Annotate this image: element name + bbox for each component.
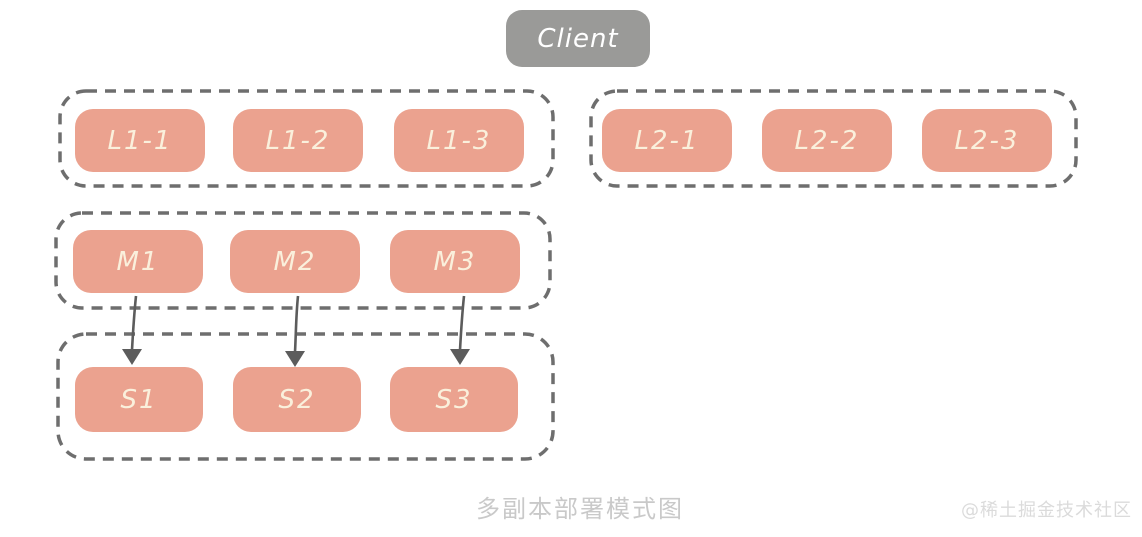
group-l1-dashed-border [58,89,555,188]
node-m2: M2 [230,230,360,293]
node-l2-3-label: L2-3 [954,125,1020,156]
node-l1-1: L1-1 [75,109,205,172]
diagram-caption: 多副本部署模式图 [476,495,684,523]
node-l2-2: L2-2 [762,109,892,172]
node-l2-1: L2-1 [602,109,732,172]
node-s1-label: S1 [120,384,158,415]
node-m2-label: M2 [273,246,317,277]
node-l1-1-label: L1-1 [107,125,173,156]
group-slaves-outline [56,332,555,461]
group-l1-replicas: L1-1 L1-2 L1-3 [58,89,555,188]
node-l1-3-label: L1-3 [426,125,492,156]
client-node: Client [506,10,650,67]
node-s3: S3 [390,367,518,432]
node-m3-label: M3 [433,246,477,277]
group-masters-dashed-border [54,211,552,310]
node-m3: M3 [390,230,520,293]
client-node-label: Client [537,23,619,54]
node-m1: M1 [73,230,203,293]
node-l2-1-label: L2-1 [634,125,700,156]
group-slaves-dashed-border [56,332,555,461]
watermark: @稀土掘金技术社区 [961,500,1132,521]
group-masters-outline [54,211,552,310]
node-l1-3: L1-3 [394,109,524,172]
node-m1-label: M1 [116,246,160,277]
node-l2-2-label: L2-2 [794,125,860,156]
node-s2-label: S2 [278,384,316,415]
node-l1-2-label: L1-2 [265,125,331,156]
node-l1-2: L1-2 [233,109,363,172]
group-l2-outline [589,89,1078,188]
group-masters: M1 M2 M3 [54,211,552,310]
node-s3-label: S3 [435,384,473,415]
group-l2-dashed-border [589,89,1078,188]
group-l2-replicas: L2-1 L2-2 L2-3 [589,89,1078,188]
group-slaves: S1 S2 S3 [56,332,555,461]
group-l1-outline [58,89,555,188]
node-s1: S1 [75,367,203,432]
node-l2-3: L2-3 [922,109,1052,172]
node-s2: S2 [233,367,361,432]
